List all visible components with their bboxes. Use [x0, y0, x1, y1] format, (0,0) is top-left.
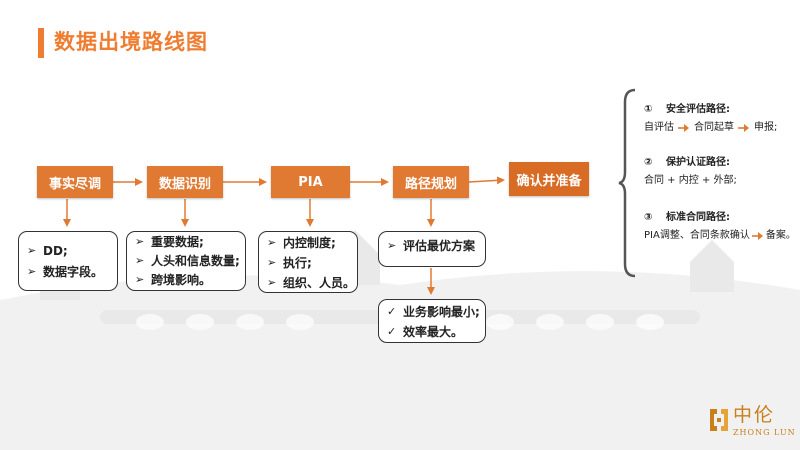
title-accent-bar: [38, 28, 44, 58]
detail-box-diligence: ➢ DD; ➢ 数据字段。: [18, 231, 118, 291]
path-steps: 自评估 合同起草 申报;: [644, 119, 777, 137]
arrow-bullet-icon: ➢: [267, 255, 277, 269]
logo-subtitle: ZHONG LUN: [733, 428, 796, 437]
item-text: 重要数据;: [151, 235, 204, 249]
path-steps: PIA调整、合同条款确认 备案。: [644, 227, 796, 245]
path-security-assessment: ① 安全评估路径: 自评估 合同起草 申报;: [644, 101, 777, 137]
check-icon: ✓: [387, 324, 397, 338]
item-text: 执行;: [283, 255, 312, 270]
logo-wordmark: 中伦: [733, 404, 776, 426]
list-item: ➢ 人头和信息数量;: [135, 251, 240, 270]
arrow-bullet-icon: ➢: [267, 235, 277, 249]
stage-confirm-prepare: 确认并准备: [509, 162, 589, 196]
list-item: ✓ 业务影响最小;: [387, 301, 480, 321]
left-brace: [618, 88, 636, 278]
path-title-text: 保护认证路径:: [666, 157, 730, 168]
detail-box-identification: ➢ 重要数据; ➢ 人头和信息数量; ➢ 跨境影响。: [126, 231, 246, 291]
list-item: ➢ 组织、人员。: [267, 272, 355, 292]
list-item: ➢ 评估最优方案: [387, 235, 477, 256]
path-step: 合同起草: [694, 122, 734, 133]
detail-box-plan: ➢ 评估最优方案: [378, 231, 486, 267]
path-step: 申报;: [754, 122, 778, 133]
path-number: ①: [644, 104, 653, 115]
arrow-bullet-icon: ➢: [135, 273, 145, 286]
step-arrow-icon: [751, 232, 763, 240]
path-title-text: 安全评估路径:: [666, 104, 730, 115]
item-text: DD;: [43, 243, 68, 258]
path-step: 备案。: [765, 230, 796, 241]
stage-data-identification: 数据识别: [147, 166, 223, 198]
stage-path-planning: 路径规划: [393, 166, 469, 198]
step-arrow-icon: [678, 124, 689, 132]
arrow-bullet-icon: ➢: [27, 265, 37, 278]
stage-fact-diligence: 事实尽调: [37, 166, 113, 198]
path-title: ③ 标准合同路径:: [644, 209, 796, 227]
item-text: 效率最大。: [403, 324, 464, 339]
arrow-bullet-icon: ➢: [135, 254, 145, 267]
list-item: ➢ 重要数据;: [135, 232, 237, 251]
path-steps: 合同 + 内控 + 外部;: [644, 172, 737, 190]
item-text: 跨境影响。: [151, 273, 212, 287]
arrow-bullet-icon: ➢: [135, 235, 145, 248]
arrow-bullet-icon: ➢: [387, 239, 397, 252]
check-icon: ✓: [387, 304, 397, 318]
path-standard-contract: ③ 标准合同路径: PIA调整、合同条款确认 备案。: [644, 209, 796, 245]
arrow-plan-confirm: [468, 176, 505, 185]
detail-box-pia: ➢ 内控制度; ➢ 执行; ➢ 组织、人员。: [258, 231, 358, 293]
item-text: 人头和信息数量;: [151, 254, 240, 268]
list-item: ➢ 执行;: [267, 252, 349, 272]
stage-label: PIA: [298, 174, 323, 190]
stage-label: 路径规划: [404, 176, 457, 192]
list-item: ➢ 数据字段。: [27, 261, 109, 282]
stage-pia: PIA: [271, 166, 350, 198]
item-text: 评估最优方案: [403, 239, 476, 253]
path-step: 自评估: [644, 122, 674, 133]
stage-label: 确认并准备: [516, 173, 582, 189]
list-item: ✓ 效率最大。: [387, 321, 477, 341]
item-text: 业务影响最小;: [403, 304, 480, 319]
stage-label: 事实尽调: [48, 176, 101, 192]
arrow-bullet-icon: ➢: [27, 244, 37, 257]
item-text: 内控制度;: [283, 235, 336, 250]
list-item: ➢ 内控制度;: [267, 232, 349, 252]
path-title: ① 安全评估路径:: [644, 101, 777, 119]
arrow-bullet-icon: ➢: [267, 275, 277, 289]
item-text: 数据字段。: [43, 265, 104, 279]
item-text: 组织、人员。: [283, 275, 356, 290]
path-protection-certification: ② 保护认证路径: 合同 + 内控 + 外部;: [644, 154, 737, 190]
path-number: ③: [644, 212, 653, 223]
zhonglun-logo-icon: [710, 409, 728, 431]
detail-box-plan-result: ✓ 业务影响最小; ✓ 效率最大。: [378, 299, 486, 343]
path-title: ② 保护认证路径:: [644, 154, 737, 172]
path-step: PIA调整、合同条款确认: [644, 230, 750, 241]
path-step: 合同 + 内控 + 外部;: [644, 175, 737, 186]
step-arrow-icon: [738, 124, 749, 132]
list-item: ➢ DD;: [27, 240, 109, 261]
path-number: ②: [644, 157, 653, 168]
stage-label: 数据识别: [158, 176, 211, 192]
page-title: 数据出境路线图: [54, 30, 208, 54]
list-item: ➢ 跨境影响。: [135, 270, 237, 289]
path-title-text: 标准合同路径:: [666, 212, 730, 223]
